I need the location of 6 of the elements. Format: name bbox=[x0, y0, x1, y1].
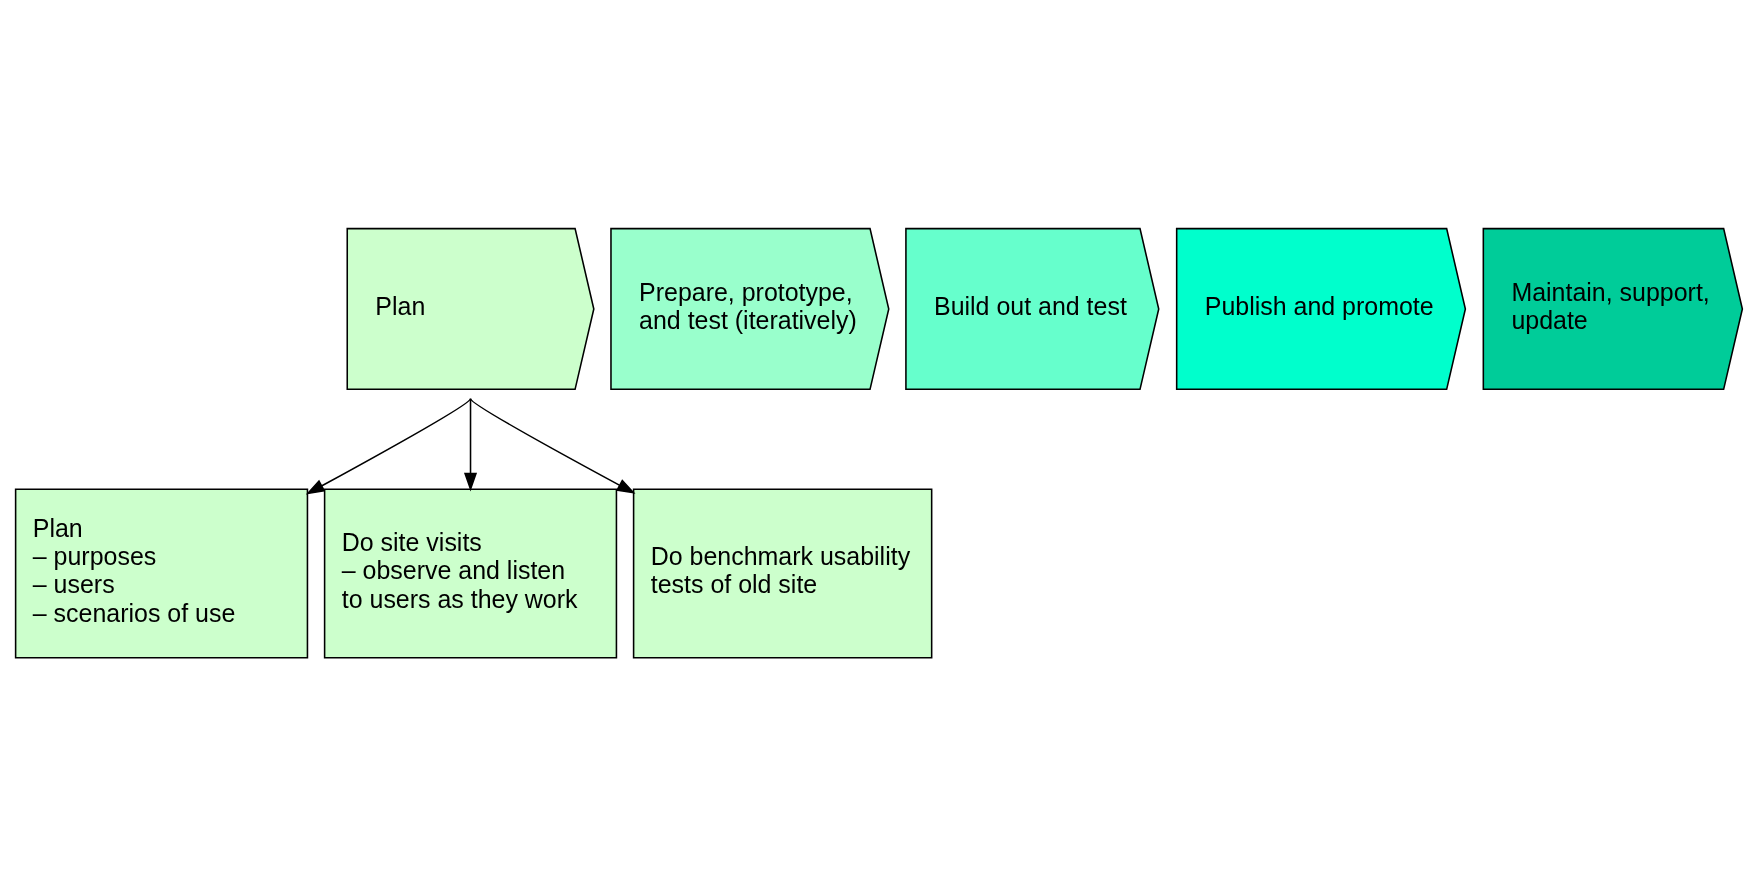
arrow bbox=[469, 397, 636, 494]
node-box: Do benchmark usability tests of old site bbox=[632, 487, 933, 659]
arrow bbox=[463, 397, 478, 491]
node-box: Do site visits – observe and listen to users as they work bbox=[323, 487, 618, 659]
node-box: Plan – purposes – users – scenarios of use bbox=[14, 487, 309, 659]
arrow bbox=[305, 397, 472, 495]
